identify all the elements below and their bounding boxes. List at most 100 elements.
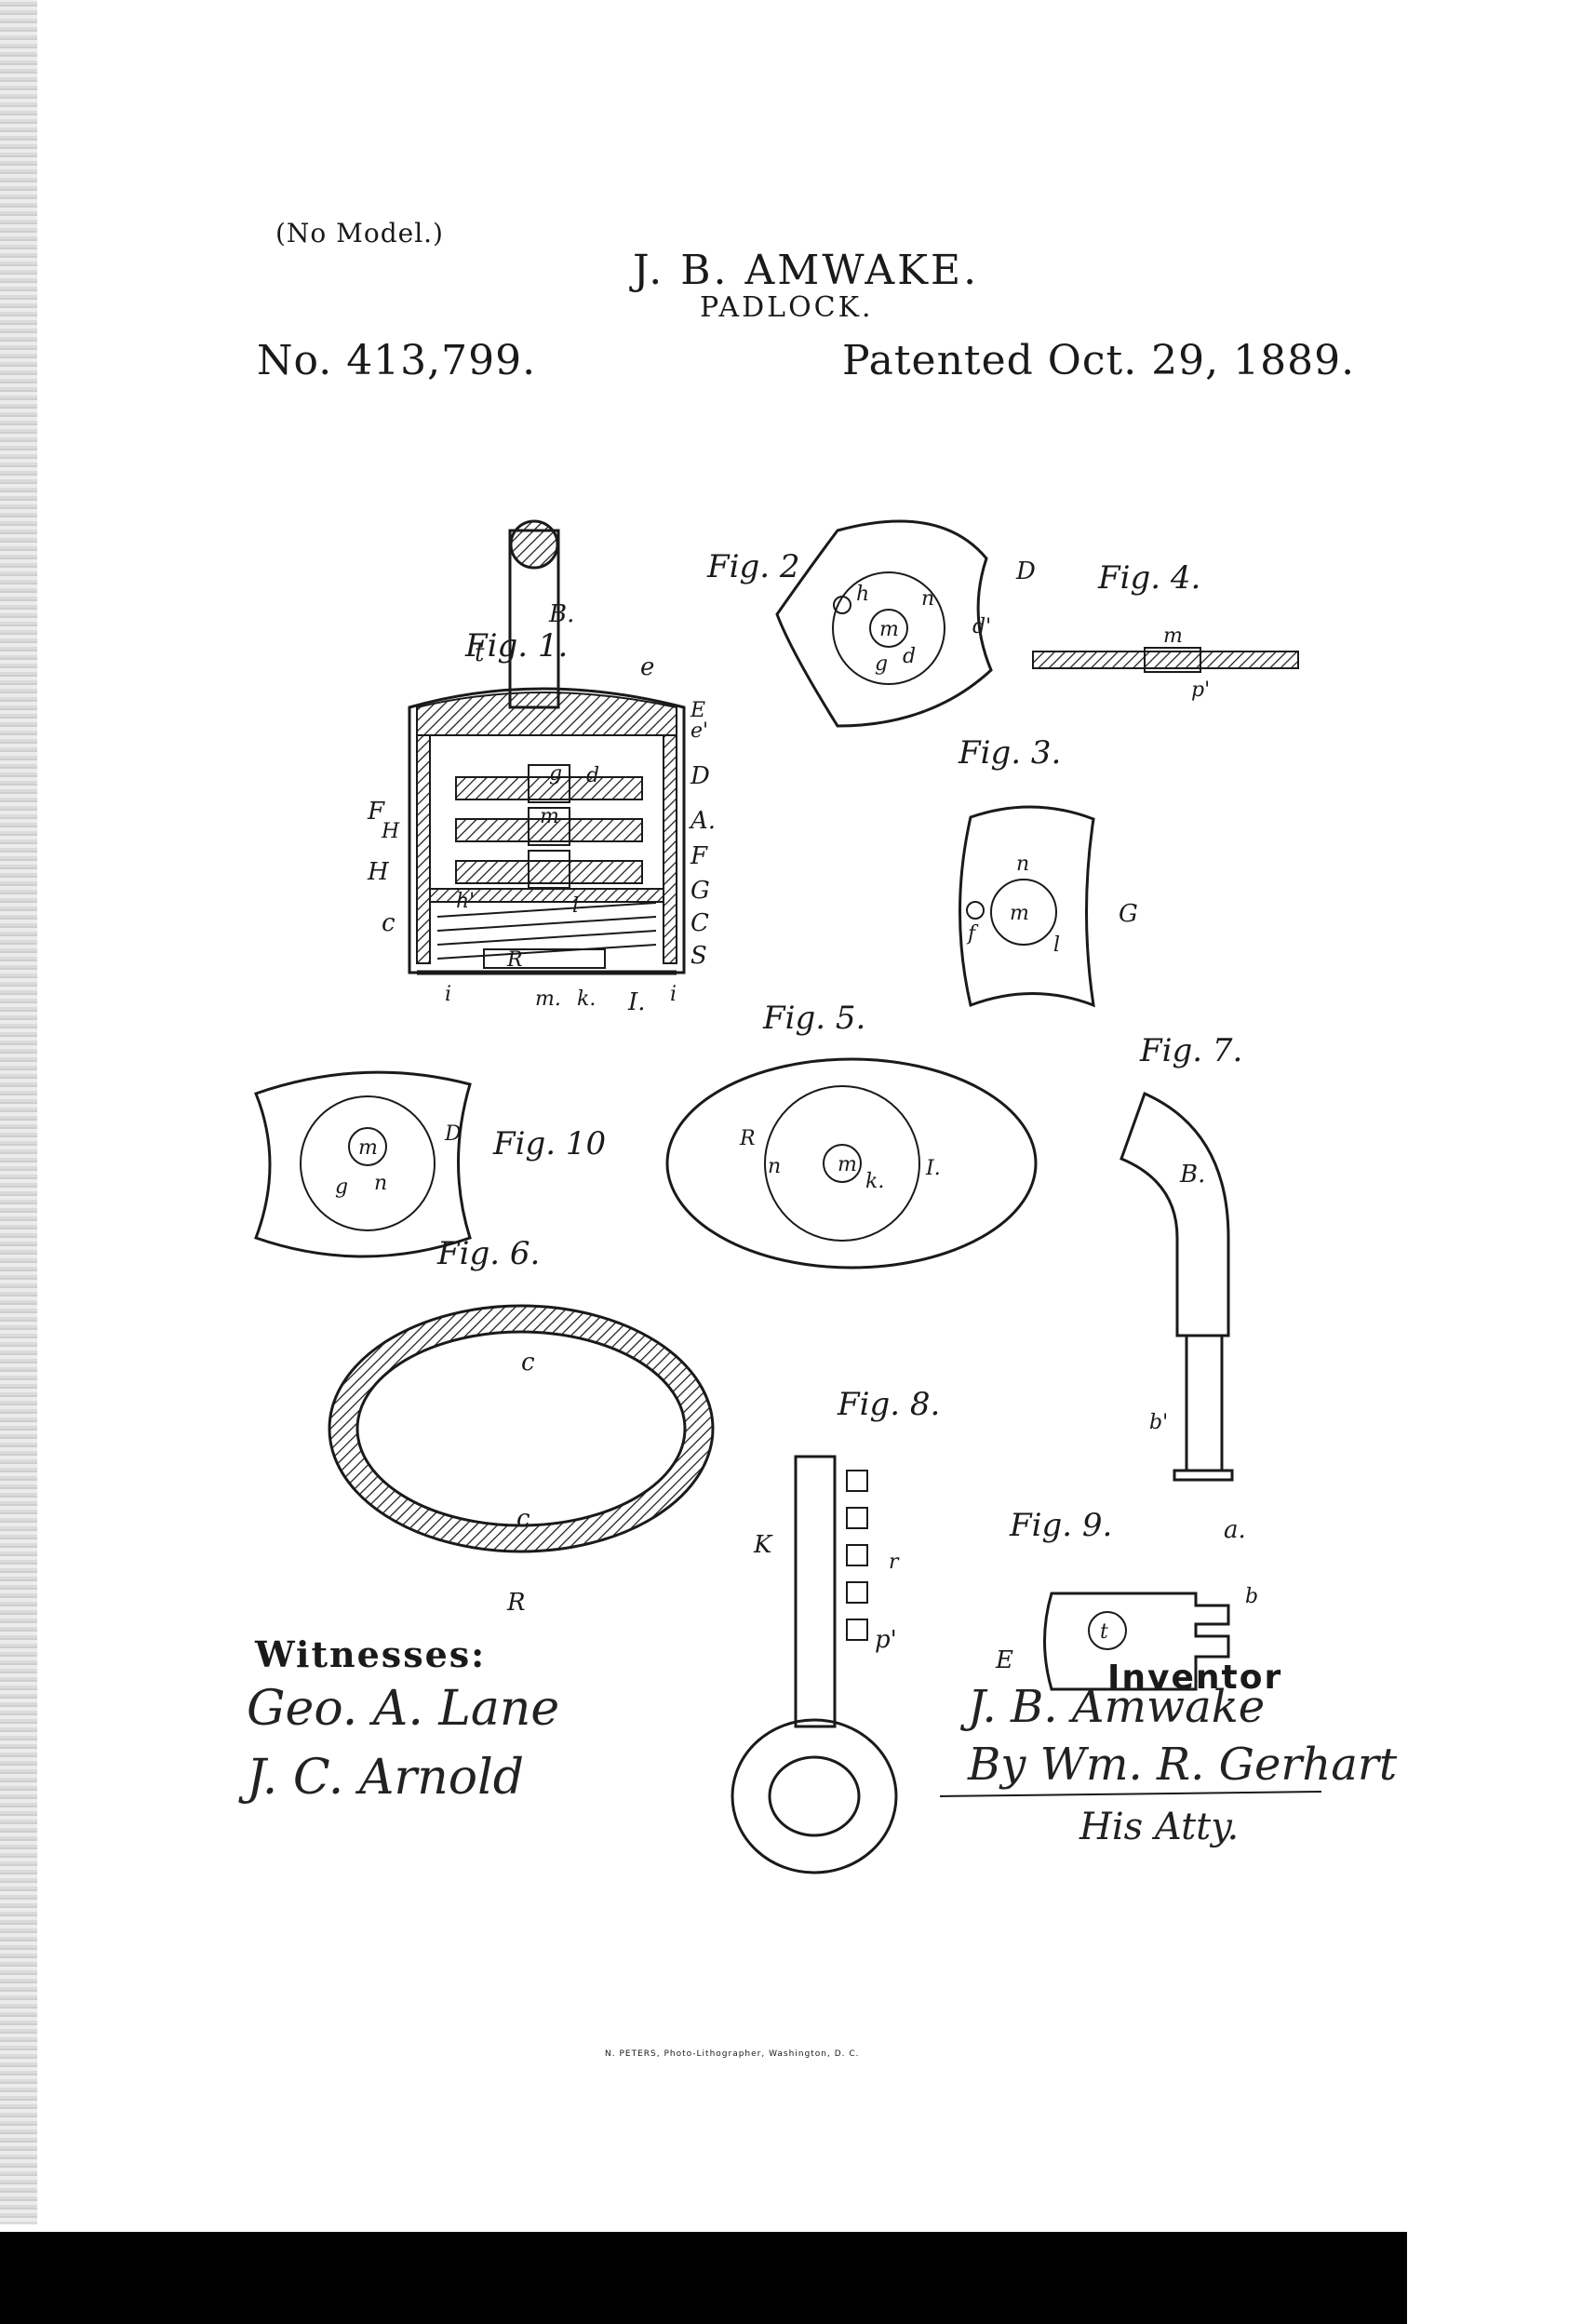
fig8-ref-K: K	[753, 1531, 773, 1559]
ref-m-dot: m.	[535, 987, 561, 1011]
fig5-ref-R: R	[739, 1127, 756, 1150]
fig7-ref-B: B.	[1179, 1161, 1205, 1189]
spring-coils	[436, 902, 657, 960]
disc-inner-ring	[832, 571, 945, 685]
fig2-ref-d: d	[903, 645, 916, 668]
fig10-ref-n: n	[374, 1172, 387, 1195]
patent-date: Patented Oct. 29, 1889.	[842, 337, 1356, 384]
fig5-ref-n: n	[768, 1155, 781, 1178]
lithographer-credit: N. PETERS, Photo-Lithographer, Washingto…	[605, 2049, 860, 2059]
fig10-ring	[300, 1095, 436, 1231]
slot-g-2	[528, 807, 570, 846]
inventor-heading: Inventor	[1107, 1659, 1283, 1697]
right-margin	[1407, 0, 1582, 2324]
ref-c: c	[382, 909, 396, 937]
ref-A: A.	[689, 807, 716, 835]
fig2-ref-g: g	[875, 652, 888, 676]
disc-D-outline	[775, 519, 993, 728]
fig7-shackle-body	[1119, 1091, 1230, 1337]
ref-E: E	[690, 699, 705, 722]
figure-6-ring-section: Fig. 6. c c R	[328, 1235, 715, 1617]
tumbler-disc-2	[455, 818, 643, 842]
no-model-note: (No Model.)	[275, 218, 444, 249]
figure-7-shackle: Fig. 7. B. b' a.	[1119, 1032, 1246, 1544]
fig6-label: Fig. 6.	[436, 1235, 540, 1272]
disc-hole-h	[833, 596, 851, 614]
fig10-label: Fig. 10	[492, 1125, 606, 1162]
fig8-ref-p-prime: p'	[875, 1626, 897, 1654]
fig2-ref-h: h	[856, 583, 869, 606]
ref-h-prime: h'	[456, 890, 475, 913]
fig7-shackle-stem	[1185, 1334, 1224, 1472]
fig7-ref-a: a.	[1224, 1516, 1246, 1544]
fig2-ref-n: n	[921, 587, 934, 611]
ref-e: e	[640, 653, 654, 681]
key-bit-1	[846, 1470, 868, 1492]
lock-case	[408, 687, 686, 974]
fig1-label: Fig. 1.	[464, 627, 568, 665]
case-top	[416, 692, 677, 736]
ref-H-2: H	[367, 858, 390, 886]
witness-signature-1: Geo. A. Lane	[247, 1681, 560, 1737]
plate-section	[1032, 651, 1299, 669]
fig3-ref-n: n	[1016, 853, 1029, 876]
figure-10-disc: Fig. 10 D m g n	[254, 1070, 606, 1258]
slot-g-1	[528, 764, 570, 803]
case-wall-left	[416, 734, 431, 964]
fig10-ref-m: m	[358, 1136, 378, 1160]
shackle-section	[509, 519, 559, 570]
fig3-ref-G: G	[1119, 900, 1138, 928]
plate-G-hole-f	[966, 901, 985, 920]
ref-I: I.	[627, 988, 646, 1016]
inventor-name: J. B. AMWAKE.	[633, 247, 980, 294]
fig7-ref-b-prime: b'	[1149, 1411, 1168, 1434]
fig2-label: Fig. 2	[706, 548, 799, 585]
ref-S: S	[690, 942, 707, 970]
fig3-ref-m: m	[1010, 902, 1029, 925]
ref-e-prime: e'	[690, 719, 708, 743]
scan-edge-shading	[0, 0, 37, 2224]
ref-l: l	[572, 894, 579, 918]
case-wall-right	[663, 734, 677, 964]
attorney-title: His Atty.	[1079, 1806, 1240, 1848]
ref-R: R	[506, 948, 523, 972]
ref-C: C	[690, 909, 709, 937]
figure-8-key: Fig. 8. K r p'	[731, 1386, 940, 1874]
fig6-ref-c-top: c	[521, 1349, 535, 1377]
fig10-ref-D: D	[444, 1122, 462, 1146]
ref-D: D	[690, 762, 710, 790]
ref-i-2: i	[670, 983, 677, 1006]
figure-5-bottom-plate: Fig. 5. R n m k. I.	[665, 1000, 1038, 1269]
fig9-ref-t: t	[1100, 1620, 1108, 1644]
ref-B: B.	[548, 600, 574, 628]
figure-9-plate-E: Fig. 9. t b E	[995, 1507, 1258, 1691]
fig8-ref-r: r	[889, 1551, 900, 1574]
plate-E-outline	[1043, 1592, 1230, 1691]
ref-g: g	[549, 762, 562, 786]
ref-m: m	[540, 805, 559, 828]
disc-hub-m	[869, 609, 908, 648]
key-bit-3	[846, 1544, 868, 1566]
fig6-inner-ring	[355, 1330, 687, 1527]
fig9-label: Fig. 9.	[1009, 1507, 1112, 1544]
key-bit-2	[846, 1507, 868, 1529]
fig9-ref-b: b	[1245, 1585, 1258, 1608]
ref-k: k.	[577, 987, 596, 1011]
fig4-label: Fig. 4.	[1097, 559, 1200, 597]
fig4-ref-m: m	[1163, 625, 1183, 648]
ref-d: d	[586, 764, 599, 787]
witness-signature-2: J. C. Arnold	[247, 1750, 524, 1806]
fig2-ref-d-prime: d'	[972, 615, 991, 638]
ref-F-left: F	[367, 798, 385, 826]
ref-t: t	[475, 639, 485, 667]
figure-3-plate-G: Fig. 3. n m f l G	[958, 734, 1138, 1008]
fig10-disc-outline	[254, 1070, 472, 1258]
scan-bottom-bar	[0, 2232, 1407, 2324]
attorney-signature: By Wm. R. Gerhart	[968, 1739, 1398, 1791]
fig5-outer-ellipse	[665, 1057, 1038, 1269]
fig5-ref-k: k.	[865, 1170, 884, 1193]
fig4-ref-p-prime: p'	[1191, 678, 1210, 702]
fig5-hub	[823, 1144, 862, 1183]
